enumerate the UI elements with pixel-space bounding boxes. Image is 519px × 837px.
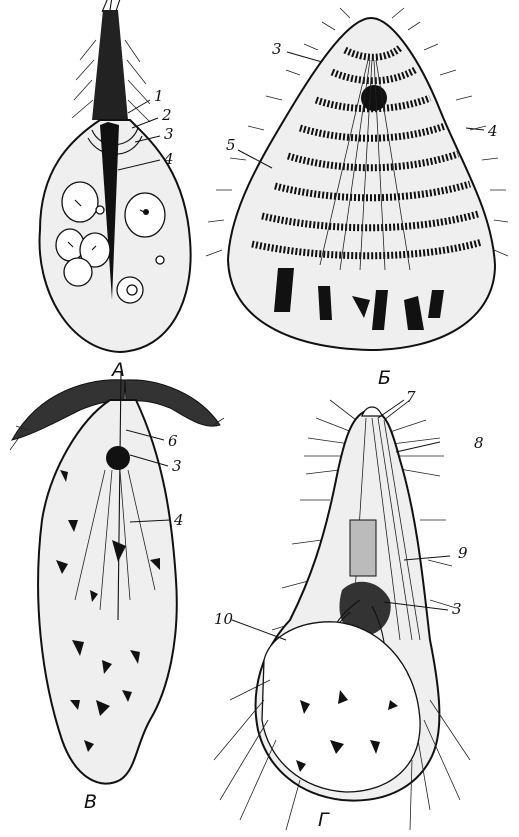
panel-g-label-7: 7 bbox=[406, 388, 416, 406]
panel-g-label-9: 9 bbox=[458, 544, 468, 562]
panel-v-label-6: 6 bbox=[168, 432, 178, 450]
panel-a: 1 2 3 4 А bbox=[40, 0, 191, 381]
panel-g-letter: Г bbox=[318, 809, 330, 831]
panel-a-letter: А bbox=[110, 359, 125, 381]
panel-b-leader-3 bbox=[287, 52, 322, 62]
panel-g-leader-8 bbox=[396, 442, 440, 452]
panel-a-label-4: 4 bbox=[163, 150, 174, 168]
panel-g: 7 8 9 3 10 Г bbox=[214, 388, 484, 831]
panel-g-leader-10 bbox=[232, 620, 286, 640]
panel-a-flagella bbox=[72, 0, 150, 122]
panel-g-label-10: 10 bbox=[214, 610, 234, 628]
panel-b-label-4: 4 bbox=[487, 122, 498, 140]
panel-b-leader-4 bbox=[466, 128, 484, 130]
panel-v-label-3: 3 bbox=[172, 457, 182, 475]
panel-v: 6 3 4 В bbox=[10, 372, 224, 813]
panel-g-label-8: 8 bbox=[474, 434, 484, 452]
panel-a-leader-2 bbox=[132, 118, 158, 128]
panel-g-label-3: 3 bbox=[452, 600, 462, 618]
panel-g-apex bbox=[362, 407, 382, 416]
panel-a-label-3: 3 bbox=[164, 125, 174, 143]
panel-a-label-1: 1 bbox=[154, 87, 164, 105]
panel-b-label-3: 3 bbox=[272, 40, 282, 58]
panel-b-label-5: 5 bbox=[226, 136, 236, 154]
panel-b-letter: Б bbox=[378, 367, 391, 389]
panel-a-label-2: 2 bbox=[161, 106, 172, 124]
panel-v-letter: В bbox=[84, 791, 97, 813]
panel-v-label-4: 4 bbox=[173, 511, 184, 529]
panel-g-striated-block bbox=[350, 520, 376, 576]
panel-b: 3 4 5 Б bbox=[206, 8, 508, 389]
panel-g-leader-7 bbox=[378, 400, 404, 418]
panel-v-nucleus bbox=[106, 446, 130, 470]
